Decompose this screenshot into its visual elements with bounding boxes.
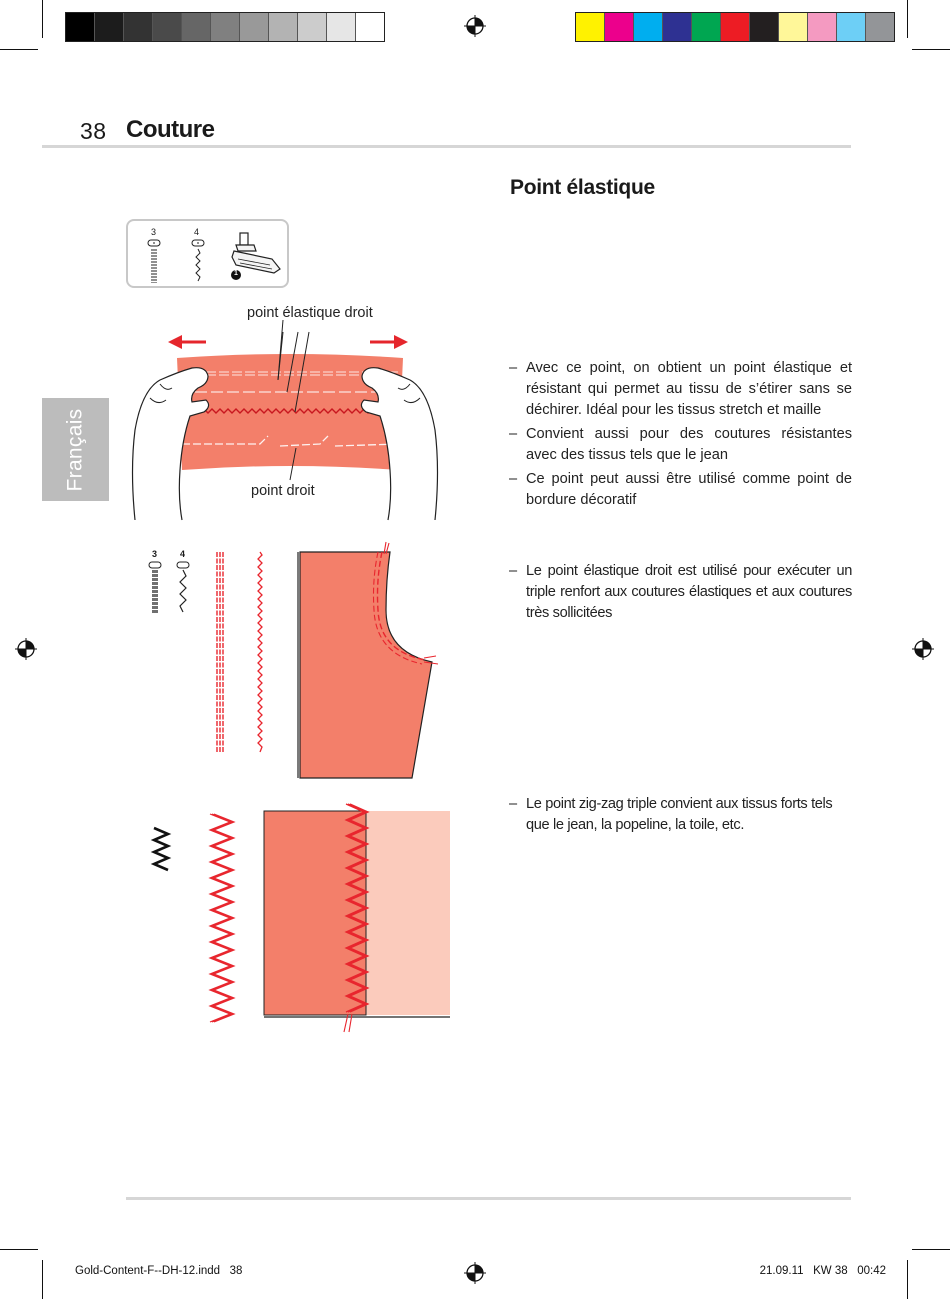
section-title: Couture bbox=[126, 116, 215, 143]
arrow-left-icon bbox=[168, 335, 206, 349]
color-swatch bbox=[663, 13, 692, 41]
right-hand bbox=[360, 367, 439, 521]
triple-zigzag-symbol-icon bbox=[150, 826, 172, 872]
stitch-symbols-icon bbox=[148, 561, 190, 614]
crop-mark bbox=[42, 0, 43, 38]
color-swatch bbox=[721, 13, 750, 41]
bullet-item: Convient aussi pour des coutures résista… bbox=[509, 424, 852, 466]
crop-mark bbox=[907, 1260, 908, 1299]
armhole-fabric-figure bbox=[297, 541, 439, 779]
left-hand bbox=[131, 367, 210, 521]
page-number: 38 bbox=[80, 118, 107, 144]
color-swatch bbox=[182, 13, 211, 41]
color-swatch bbox=[298, 13, 327, 41]
label-point-elastique-droit: point élastique droit bbox=[247, 305, 373, 321]
registration-mark-icon bbox=[15, 638, 37, 660]
color-swatch bbox=[240, 13, 269, 41]
crop-mark bbox=[0, 1249, 38, 1250]
stitch-number: 3 bbox=[151, 227, 157, 237]
zigzag-sample bbox=[208, 813, 236, 1023]
grayscale-bar bbox=[65, 12, 385, 42]
registration-mark-icon bbox=[912, 638, 934, 660]
footer-rule bbox=[126, 1197, 851, 1200]
heading-point-elastique: Point élastique bbox=[510, 176, 655, 199]
color-swatch bbox=[356, 13, 384, 41]
color-swatch bbox=[576, 13, 605, 41]
stretch-fabric-figure bbox=[131, 319, 439, 521]
presser-foot-badge: 1 bbox=[234, 270, 238, 277]
stitch-number: 3 bbox=[152, 549, 158, 559]
bullet-list-group3: Le point zig-zag triple convient aux tis… bbox=[509, 794, 852, 836]
crop-mark bbox=[0, 49, 38, 50]
stitch-selector-panel: 3 4 1 bbox=[126, 219, 289, 288]
color-swatch bbox=[837, 13, 866, 41]
crop-mark bbox=[907, 0, 908, 38]
color-swatch bbox=[866, 13, 894, 41]
crop-mark bbox=[42, 1260, 43, 1299]
label-point-droit: point droit bbox=[251, 483, 315, 499]
arrow-right-icon bbox=[370, 335, 408, 349]
bullet-list-group1: Avec ce point, on obtient un point élast… bbox=[509, 358, 852, 511]
crop-mark bbox=[912, 1249, 950, 1250]
color-swatch bbox=[95, 13, 124, 41]
triple-straight-stitch-icon bbox=[147, 239, 161, 283]
color-swatch bbox=[66, 13, 95, 41]
bullet-item: Le point zig-zag triple convient aux tis… bbox=[509, 794, 852, 836]
color-swatch bbox=[808, 13, 837, 41]
color-swatch bbox=[211, 13, 240, 41]
registration-mark-icon bbox=[464, 1262, 486, 1284]
language-tab-label: Français bbox=[63, 408, 87, 491]
bullet-list-group2: Le point élastique droit est utilisé pou… bbox=[509, 561, 852, 624]
stitch-number: 4 bbox=[180, 549, 186, 559]
triple-stitch-sample bbox=[216, 551, 263, 753]
bullet-item: Ce point peut aussi être utilisé comme p… bbox=[509, 469, 852, 511]
color-swatch bbox=[153, 13, 182, 41]
color-swatch bbox=[269, 13, 298, 41]
crop-mark bbox=[912, 49, 950, 50]
bullet-item: Avec ce point, on obtient un point élast… bbox=[509, 358, 852, 421]
color-swatch bbox=[634, 13, 663, 41]
presser-foot-icon bbox=[231, 232, 281, 280]
color-bar bbox=[575, 12, 895, 42]
footer-file-slug: Gold-Content-F--DH-12.indd 38 bbox=[75, 1265, 243, 1277]
bullet-item: Le point élastique droit est utilisé pou… bbox=[509, 561, 852, 624]
stitch-number: 4 bbox=[194, 227, 200, 237]
color-swatch bbox=[779, 13, 808, 41]
color-swatch bbox=[124, 13, 153, 41]
color-swatch bbox=[750, 13, 779, 41]
zigzag-seam-figure bbox=[263, 803, 450, 1033]
header-rule bbox=[42, 145, 851, 148]
stretch-stitch-icon bbox=[191, 239, 205, 282]
fabric-sheet bbox=[177, 354, 403, 470]
registration-mark-icon bbox=[464, 15, 486, 37]
footer-datetime-slug: 21.09.11 KW 38 00:42 bbox=[759, 1265, 886, 1277]
color-swatch bbox=[327, 13, 356, 41]
language-tab: Français bbox=[42, 398, 109, 501]
color-swatch bbox=[692, 13, 721, 41]
color-swatch bbox=[605, 13, 634, 41]
